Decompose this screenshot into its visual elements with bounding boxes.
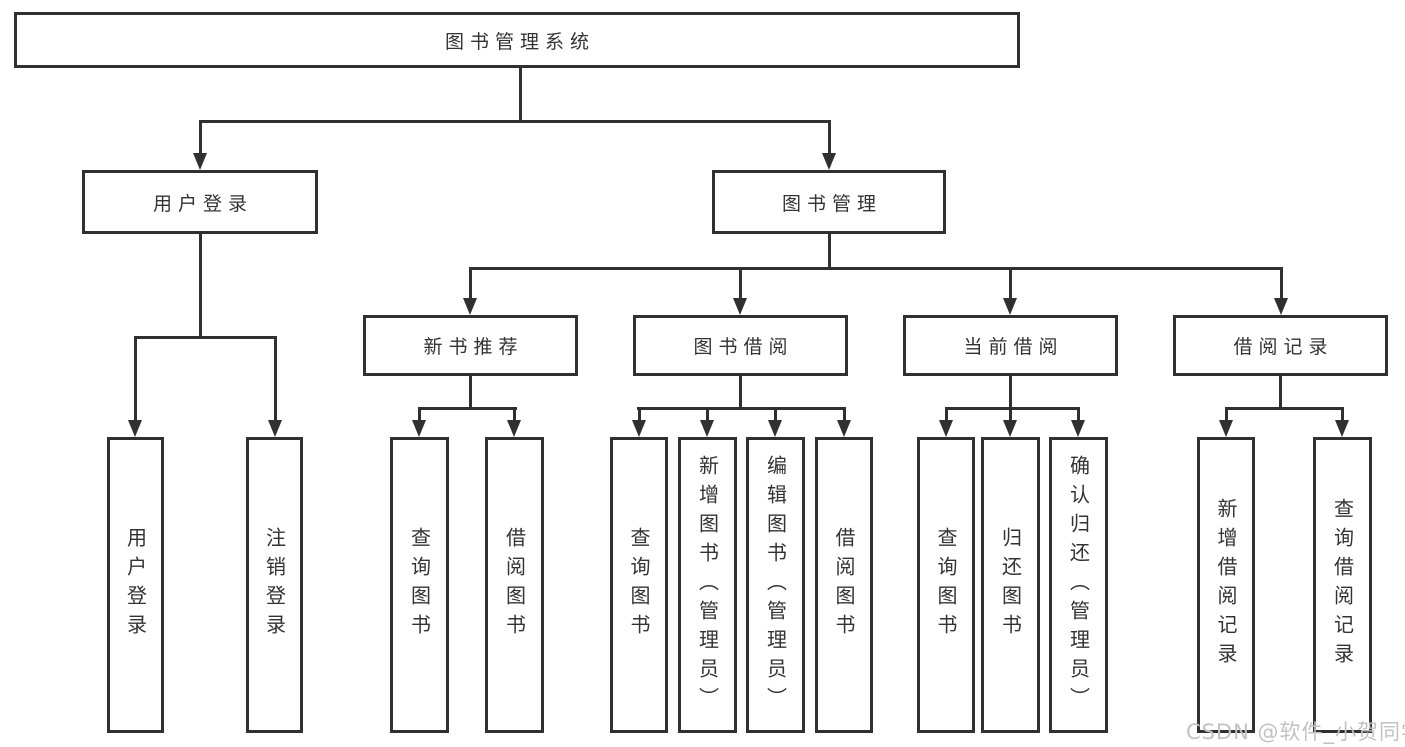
node-borrow-record: 借阅记录 — [1173, 315, 1388, 376]
connector-line — [828, 120, 831, 155]
leaf-return-books: 归还图书 — [981, 437, 1040, 733]
connector-line — [945, 407, 948, 422]
connector-line — [1009, 267, 1012, 299]
connector-line — [828, 234, 831, 269]
arrow-down-icon — [1071, 420, 1085, 437]
connector-line — [1280, 267, 1283, 299]
arrow-down-icon — [939, 420, 953, 437]
leaf-user-login: 用户登录 — [107, 437, 164, 733]
connector-line — [418, 407, 421, 422]
arrow-down-icon — [1335, 420, 1349, 437]
leaf-logout: 注销登录 — [246, 437, 303, 733]
leaf-query-borrow-record: 查询借阅记录 — [1313, 437, 1372, 733]
connector-line — [513, 407, 516, 422]
node-book-management: 图书管理 — [712, 170, 946, 234]
connector-line — [1279, 376, 1282, 409]
leaf-label: 确认归还（管理员） — [1066, 454, 1091, 716]
watermark: CSDN @软件_小贺同学 — [1186, 720, 1405, 744]
connector-line — [1009, 376, 1012, 409]
connector-line — [1077, 407, 1080, 422]
leaf-label: 借阅图书 — [502, 527, 527, 643]
leaf-add-borrow-record: 新增借阅记录 — [1197, 437, 1255, 733]
arrow-down-icon — [632, 420, 646, 437]
connector-line — [637, 407, 846, 410]
connector-line — [1225, 407, 1344, 410]
connector-line — [418, 407, 517, 410]
connector-line — [274, 336, 277, 421]
connector-line — [519, 68, 522, 122]
connector-line — [199, 120, 831, 123]
leaf-query-books: 查询图书 — [917, 437, 975, 733]
leaf-label: 查询图书 — [627, 527, 651, 643]
arrow-down-icon — [768, 420, 782, 437]
arrow-down-icon — [412, 420, 426, 437]
arrow-down-icon — [268, 420, 282, 437]
arrow-down-icon — [837, 420, 851, 437]
leaf-borrow-books: 借阅图书 — [485, 437, 544, 733]
leaf-label: 注销登录 — [262, 527, 287, 643]
leaf-label: 归还图书 — [998, 527, 1023, 643]
arrow-down-icon — [1219, 420, 1233, 437]
connector-line — [134, 336, 277, 339]
leaf-label: 新增借阅记录 — [1214, 498, 1238, 672]
arrow-down-icon — [733, 298, 747, 315]
arrow-down-icon — [1003, 420, 1017, 437]
connector-line — [1341, 407, 1344, 422]
connector-line — [774, 407, 777, 422]
connector-line — [469, 267, 1283, 270]
leaf-edit-books-admin: 编辑图书（管理员） — [746, 437, 805, 733]
connector-line — [843, 407, 846, 422]
leaf-label: 编辑图书（管理员） — [763, 454, 788, 716]
arrow-down-icon — [822, 153, 836, 170]
leaf-query-books: 查询图书 — [390, 437, 449, 733]
leaf-label: 查询图书 — [407, 527, 432, 643]
arrow-down-icon — [507, 420, 521, 437]
connector-line — [199, 234, 202, 338]
connector-line — [739, 267, 742, 299]
arrow-down-icon — [128, 420, 142, 437]
leaf-label: 新增图书（管理员） — [695, 454, 720, 716]
node-user-login: 用户登录 — [82, 170, 318, 234]
connector-line — [134, 336, 137, 421]
leaf-label: 借阅图书 — [832, 527, 856, 643]
node-book-borrow: 图书借阅 — [633, 315, 848, 376]
connector-line — [469, 376, 472, 409]
node-current-borrow: 当前借阅 — [903, 315, 1118, 376]
leaf-label: 查询借阅记录 — [1330, 498, 1355, 672]
arrow-down-icon — [463, 298, 477, 315]
connector-line — [706, 407, 709, 422]
arrow-down-icon — [1274, 298, 1288, 315]
connector-line — [1225, 407, 1228, 422]
connector-line — [199, 120, 202, 155]
arrow-down-icon — [1003, 298, 1017, 315]
leaf-add-books-admin: 新增图书（管理员） — [678, 437, 737, 733]
arrow-down-icon — [700, 420, 714, 437]
leaf-confirm-return-admin: 确认归还（管理员） — [1049, 437, 1108, 733]
connector-line — [945, 407, 1080, 410]
node-new-book-recommend: 新书推荐 — [363, 315, 578, 376]
connector-line — [638, 407, 641, 422]
leaf-label: 查询图书 — [934, 527, 958, 643]
arrow-down-icon — [193, 153, 207, 170]
connector-line — [1009, 407, 1012, 422]
connector-line — [739, 376, 742, 409]
leaf-query-books: 查询图书 — [610, 437, 668, 733]
connector-line — [469, 267, 472, 299]
leaf-borrow-books: 借阅图书 — [815, 437, 873, 733]
node-root: 图书管理系统 — [14, 12, 1020, 68]
leaf-label: 用户登录 — [123, 527, 148, 643]
